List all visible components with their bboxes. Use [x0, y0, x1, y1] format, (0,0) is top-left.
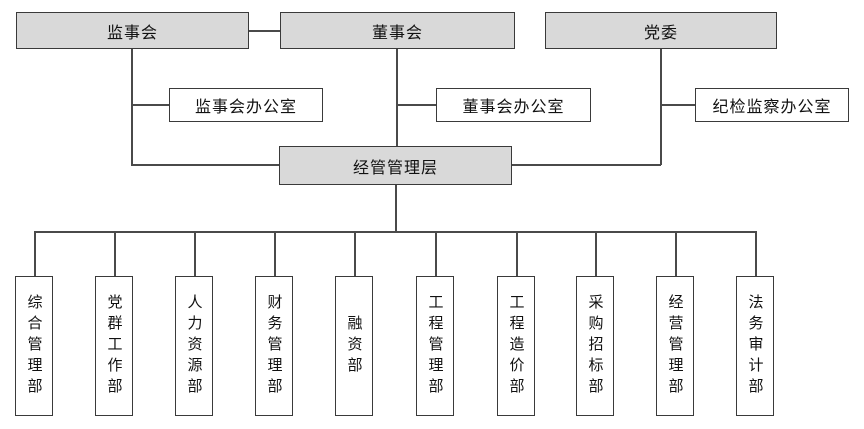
connector-stub	[114, 231, 116, 276]
node-board-office-label: 董事会办公室	[462, 97, 565, 116]
dept-label: 经营管理部	[666, 293, 685, 399]
connector-stub	[274, 231, 276, 276]
dept-label: 综合管理部	[25, 293, 44, 399]
node-management-layer-label: 经管管理层	[352, 157, 438, 177]
node-supervisory-board: 监事会	[16, 12, 249, 49]
node-board-of-directors-label: 董事会	[371, 22, 423, 42]
connector-stub	[435, 231, 437, 276]
node-supervisory-board-label: 监事会	[106, 22, 158, 42]
node-discipline-inspection-office-label: 纪检监察办公室	[712, 97, 832, 116]
connector-line	[396, 104, 436, 106]
node-dept-human-resources: 人力资源部	[175, 276, 213, 416]
node-supervisory-board-office-label: 监事会办公室	[194, 97, 297, 116]
dept-label: 党群工作部	[105, 293, 124, 399]
node-party-committee-label: 党委	[643, 22, 678, 42]
node-dept-legal-audit: 法务审计部	[736, 276, 774, 416]
connector-line	[34, 231, 756, 233]
dept-label: 工程造价部	[507, 293, 526, 399]
connector-stub	[595, 231, 597, 276]
connector-line	[660, 49, 662, 165]
connector-line	[131, 164, 279, 166]
connector-line	[249, 30, 280, 32]
node-discipline-inspection-office: 纪检监察办公室	[695, 88, 849, 122]
connector-stub	[675, 231, 677, 276]
node-party-committee: 党委	[545, 12, 777, 49]
node-supervisory-board-office: 监事会办公室	[169, 88, 323, 122]
dept-label: 采购招标部	[586, 293, 605, 399]
dept-label: 融资部	[345, 314, 364, 378]
node-dept-general-management: 综合管理部	[15, 276, 53, 416]
node-dept-party-mass-work: 党群工作部	[95, 276, 133, 416]
node-dept-operations-management: 经营管理部	[656, 276, 694, 416]
node-board-of-directors: 董事会	[280, 12, 515, 49]
connector-stub	[354, 231, 356, 276]
connector-line	[660, 104, 695, 106]
connector-line	[131, 104, 169, 106]
connector-stub	[516, 231, 518, 276]
node-board-office: 董事会办公室	[436, 88, 591, 122]
connector-line	[395, 185, 397, 232]
node-dept-engineering-management: 工程管理部	[416, 276, 454, 416]
dept-label: 人力资源部	[185, 293, 204, 399]
connector-line	[131, 49, 133, 165]
node-dept-procurement-bidding: 采购招标部	[576, 276, 614, 416]
dept-label: 工程管理部	[426, 293, 445, 399]
dept-label: 法务审计部	[746, 293, 765, 399]
node-dept-finance-management: 财务管理部	[255, 276, 293, 416]
node-management-layer: 经管管理层	[279, 146, 512, 185]
connector-stub	[755, 231, 757, 276]
node-dept-engineering-cost: 工程造价部	[497, 276, 535, 416]
connector-line	[512, 164, 661, 166]
dept-label: 财务管理部	[265, 293, 284, 399]
connector-stub	[34, 231, 36, 276]
node-dept-financing: 融资部	[335, 276, 373, 416]
connector-line	[396, 49, 398, 146]
connector-stub	[194, 231, 196, 276]
